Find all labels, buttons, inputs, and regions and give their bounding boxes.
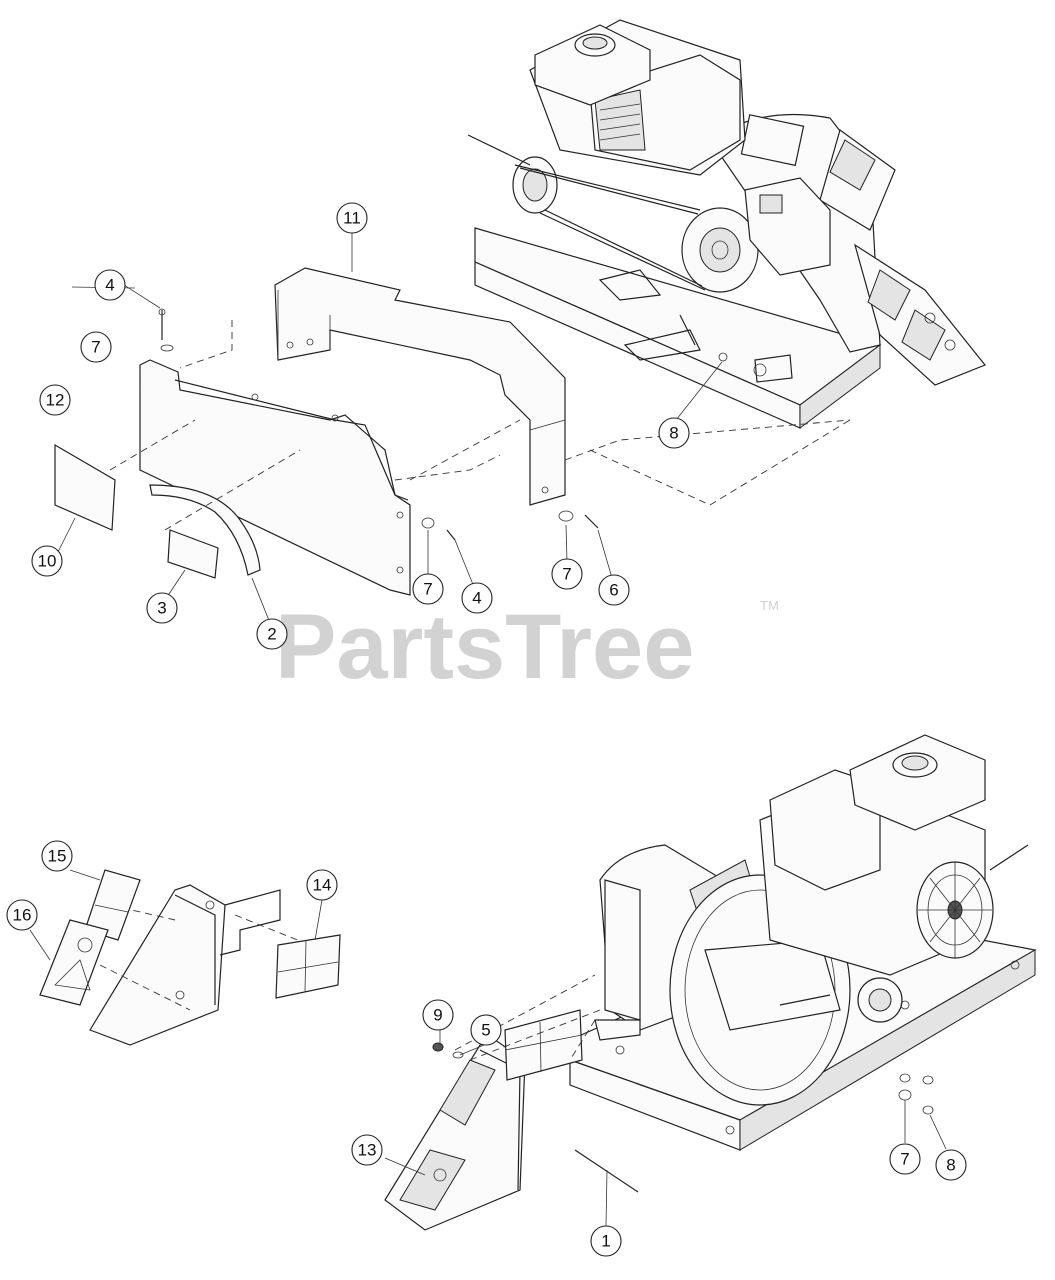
svg-text:7: 7 — [900, 1150, 909, 1169]
callout-8: 8 — [935, 1149, 967, 1181]
svg-text:15: 15 — [48, 847, 67, 866]
callout-4: 4 — [461, 582, 493, 614]
callout-6: 6 — [598, 574, 630, 606]
callout-12: 12 — [39, 384, 71, 416]
callout-4: 4 — [94, 269, 126, 301]
upper-machine-assembly — [467, 19, 986, 429]
upper-belt-guard-parts — [54, 232, 851, 624]
callout-2: 2 — [256, 618, 288, 650]
svg-text:7: 7 — [91, 338, 100, 357]
svg-text:8: 8 — [669, 424, 678, 443]
callout-14: 14 — [306, 869, 338, 901]
svg-text:16: 16 — [13, 906, 32, 925]
svg-text:9: 9 — [433, 1006, 442, 1025]
lower-machine-assembly — [569, 734, 1037, 1151]
callout-15: 15 — [41, 840, 73, 872]
svg-text:2: 2 — [267, 625, 276, 644]
svg-text:12: 12 — [46, 391, 65, 410]
watermark-trademark: TM — [760, 598, 779, 613]
svg-text:14: 14 — [313, 876, 332, 895]
callout-7: 7 — [551, 558, 583, 590]
callout-3: 3 — [146, 592, 178, 624]
svg-text:7: 7 — [423, 580, 432, 599]
lower-chute-parts — [29, 869, 947, 1231]
callout-13: 13 — [351, 1134, 383, 1166]
svg-text:11: 11 — [343, 209, 361, 228]
callout-5: 5 — [470, 1014, 502, 1046]
svg-text:4: 4 — [472, 589, 481, 608]
svg-text:3: 3 — [157, 599, 166, 618]
svg-text:4: 4 — [105, 276, 114, 295]
callout-16: 16 — [6, 899, 38, 931]
svg-text:7: 7 — [562, 565, 571, 584]
svg-text:8: 8 — [946, 1156, 955, 1175]
callout-8: 8 — [658, 417, 690, 449]
svg-text:1: 1 — [601, 1232, 610, 1251]
callout-11: 11 — [336, 202, 368, 234]
callout-9: 9 — [422, 999, 454, 1031]
callout-10: 10 — [31, 545, 63, 577]
callout-7: 7 — [889, 1143, 921, 1175]
callout-7: 7 — [412, 573, 444, 605]
callout-1: 1 — [590, 1225, 622, 1257]
watermark: PartsTree — [275, 596, 694, 698]
svg-text:10: 10 — [38, 552, 57, 571]
svg-text:13: 13 — [358, 1141, 377, 1160]
svg-text:5: 5 — [481, 1021, 490, 1040]
svg-text:6: 6 — [609, 581, 618, 600]
callout-7: 7 — [80, 331, 112, 363]
